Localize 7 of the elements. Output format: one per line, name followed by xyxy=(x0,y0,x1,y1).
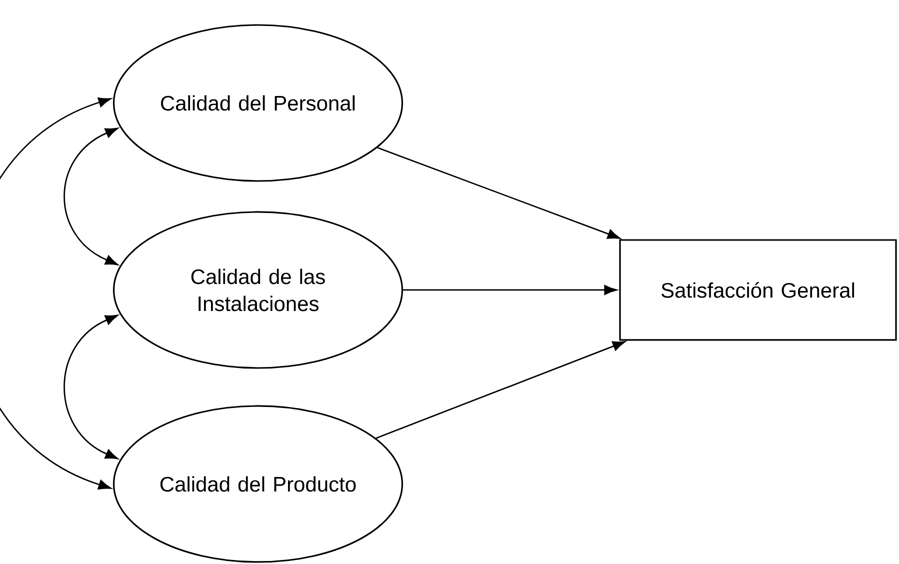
arrow xyxy=(64,314,118,460)
arrow xyxy=(0,97,112,490)
arrow xyxy=(64,128,118,266)
arrow xyxy=(377,147,620,239)
arrow xyxy=(403,285,617,295)
outcome-box: Satisfacción General xyxy=(619,239,897,341)
arrow xyxy=(376,341,626,439)
